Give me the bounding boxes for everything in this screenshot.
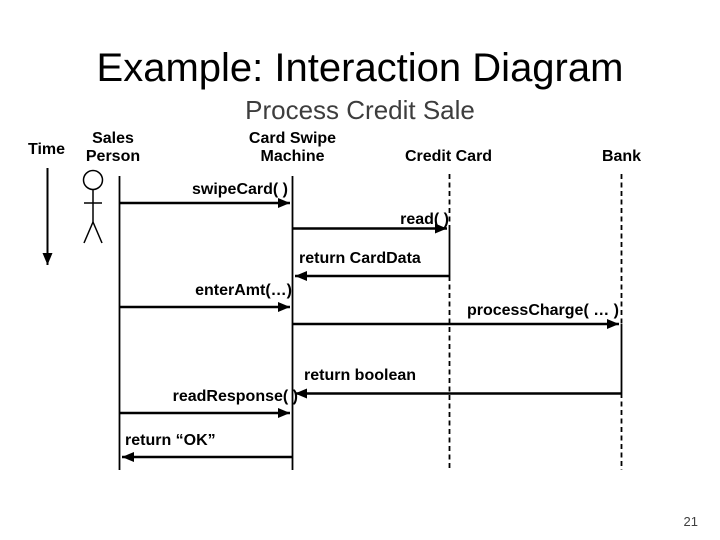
message-label-processcharge: processCharge( … ) — [466, 302, 619, 319]
message-label-enteramt: enterAmt(…) — [195, 282, 292, 299]
message-label-swipecard: swipeCard( ) — [191, 181, 288, 198]
time-axis-label: Time — [28, 141, 66, 158]
message-label-return-ok: return “OK” — [125, 432, 216, 449]
message-label-read: read( ) — [400, 211, 449, 228]
message-label-return-carddata: return CardData — [299, 250, 421, 267]
page-number: 21 — [683, 514, 698, 529]
message-label-return-boolean: return boolean — [304, 367, 417, 384]
message-label-readresponse: readResponse( ) — [172, 388, 298, 405]
actor-label-sales-person: Sales Person — [85, 130, 141, 165]
actor-label-bank: Bank — [601, 148, 642, 165]
actor-label-card-swipe-machine: Card Swipe Machine — [248, 130, 337, 165]
actor-label-credit-card: Credit Card — [404, 148, 493, 165]
page-subtitle: Process Credit Sale — [245, 95, 475, 125]
page-title: Example: Interaction Diagram — [96, 46, 624, 90]
stick-figure-icon — [82, 169, 104, 244]
